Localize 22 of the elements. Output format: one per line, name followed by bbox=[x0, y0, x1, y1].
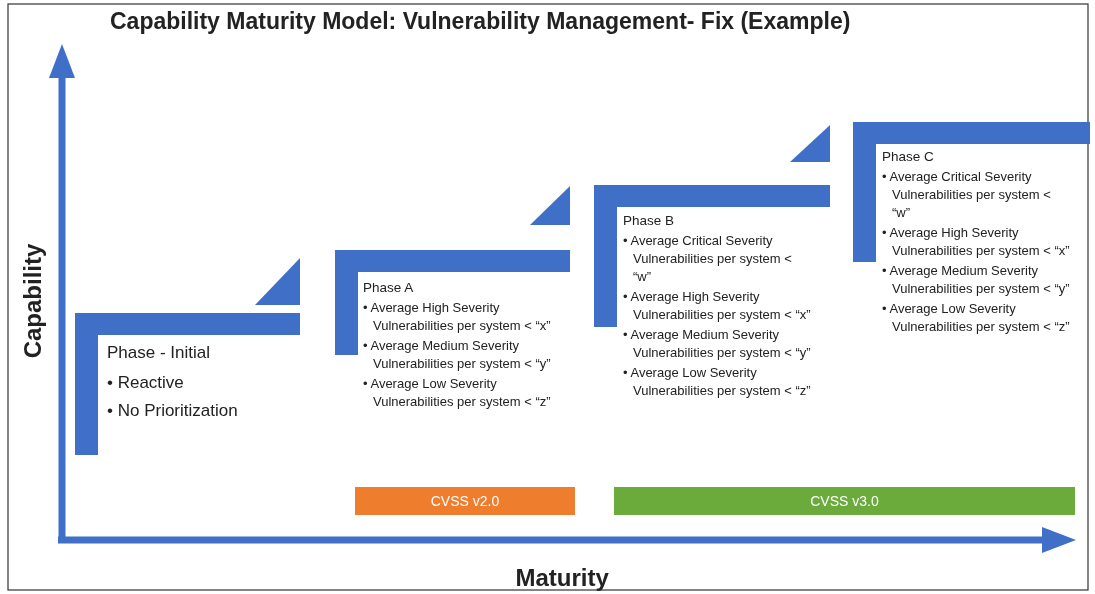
bullet-item: • Average Low Severity Vulnerabilities per system < “z” bbox=[882, 300, 1071, 336]
bullet-item: • Average Critical Severity Vulnerabilities per system < “w” bbox=[623, 232, 793, 286]
phase-title: Phase B bbox=[623, 213, 676, 228]
phase-title: Phase - Initial bbox=[107, 343, 211, 363]
bullet-item: • Average Medium Severity Vulnerabilities per system < “y” bbox=[363, 337, 552, 373]
axis-label: Capability bbox=[19, 243, 48, 358]
phase-title: Phase C bbox=[882, 149, 935, 164]
standard-bar: CVSS v3.0 bbox=[614, 487, 1075, 515]
axis-label: Maturity bbox=[515, 563, 609, 592]
bullet-item: • Reactive bbox=[107, 372, 185, 394]
bullet-item: • Average Medium Severity Vulnerabilities per system < “y” bbox=[882, 262, 1071, 298]
bullet-item: • Average Critical Severity Vulnerabilities per system < “w” bbox=[882, 168, 1052, 222]
bullet-item: • Average Medium Severity Vulnerabilities per system < “y” bbox=[623, 326, 812, 362]
bullet-item: • No Prioritization bbox=[107, 400, 239, 422]
standard-bar: CVSS v2.0 bbox=[355, 487, 575, 515]
title: Capability Maturity Model: Vulnerability Management- Fix (Example) bbox=[110, 8, 851, 35]
phase-title: Phase A bbox=[363, 280, 415, 295]
bullet-item: • Average High Severity Vulnerabilities per system < “x” bbox=[623, 288, 812, 324]
bullet-item: • Average High Severity Vulnerabilities per system < “x” bbox=[363, 299, 552, 335]
bullet-item: • Average High Severity Vulnerabilities per system < “x” bbox=[882, 224, 1071, 260]
bullet-item: • Average Low Severity Vulnerabilities per system < “z” bbox=[623, 364, 812, 400]
bullet-item: • Average Low Severity Vulnerabilities per system < “z” bbox=[363, 375, 552, 411]
